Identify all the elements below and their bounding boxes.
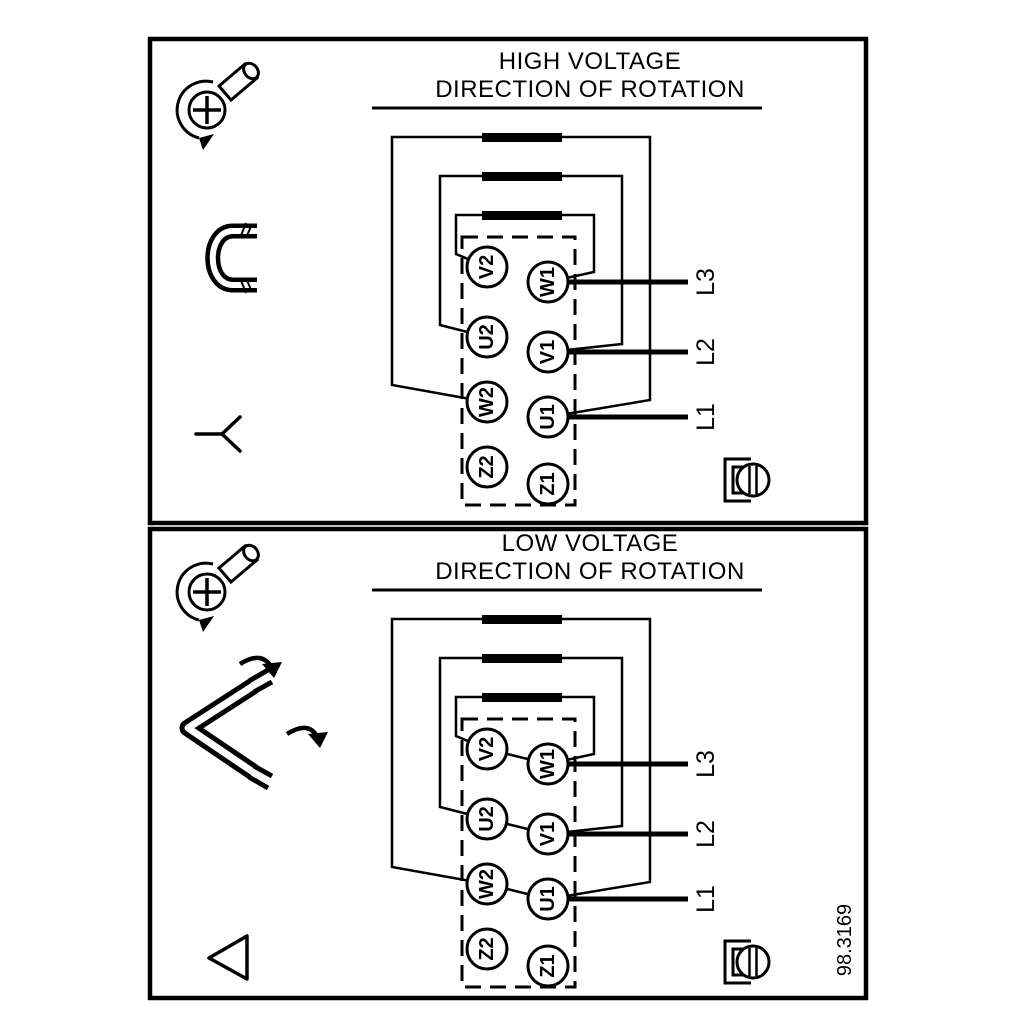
hv-terminal-u2 bbox=[465, 315, 509, 359]
lv-terminal-label-v1: V1 bbox=[537, 822, 559, 846]
panel-high-voltage: HIGH VOLTAGE DIRECTION OF ROTATION V2 U2… bbox=[147, 36, 869, 526]
terminal-screw-bracket-outer bbox=[723, 457, 751, 503]
lv-terminal-label-z2: Z2 bbox=[476, 937, 498, 960]
hv-terminal-v2 bbox=[465, 245, 509, 289]
hv-terminal-label-v2: V2 bbox=[476, 255, 498, 279]
lv-terminal-u2 bbox=[465, 797, 509, 841]
lv-jumper-bar-2 bbox=[482, 654, 562, 663]
delta-jumper-icon bbox=[179, 655, 328, 791]
lv-terminal-u1 bbox=[526, 877, 570, 921]
hv-terminal-z1 bbox=[526, 462, 570, 506]
hv-jumper-bar-1 bbox=[482, 133, 562, 142]
lv-wire-bar1-left bbox=[390, 617, 488, 886]
hv-terminal-w2 bbox=[465, 380, 509, 424]
terminal-screw-icon-high bbox=[723, 457, 771, 503]
hv-terminal-z2 bbox=[465, 445, 509, 489]
rotation-arrow-arc bbox=[175, 561, 214, 622]
screw-rotation-icon-high bbox=[175, 61, 260, 150]
jumper-link-inner bbox=[209, 228, 257, 288]
hv-wire-bar1-left bbox=[390, 135, 488, 404]
terminal-screw-head bbox=[735, 462, 771, 498]
hv-wire-bar2-left bbox=[438, 174, 488, 339]
hv-jumper-bar-2 bbox=[482, 172, 562, 181]
screw-end-cap bbox=[242, 543, 260, 563]
rotation-arrow-head bbox=[199, 134, 214, 150]
lv-terminal-label-u2: U2 bbox=[476, 806, 498, 832]
delta-jumper-chevron-inner bbox=[184, 683, 255, 775]
hv-terminal-box bbox=[460, 235, 577, 507]
lv-terminal-w2 bbox=[465, 862, 509, 906]
panel-low-voltage: LOW VOLTAGE DIRECTION OF ROTATION bbox=[147, 526, 869, 1001]
rotation-arrow-head bbox=[199, 616, 214, 632]
lv-title-line1: LOW VOLTAGE bbox=[502, 530, 679, 557]
jumper-link-hatch bbox=[239, 222, 253, 294]
hv-terminal-label-u2: U2 bbox=[476, 324, 498, 350]
screw-end-cap bbox=[242, 61, 260, 81]
delta-arrow-head-1 bbox=[262, 662, 282, 678]
lv-terminal-z2 bbox=[465, 927, 509, 971]
rotation-arrow-arc bbox=[175, 79, 214, 140]
lv-wire-bar2-right bbox=[547, 656, 624, 836]
hv-terminal-w1 bbox=[526, 260, 570, 304]
star-connection-icon bbox=[194, 415, 242, 453]
lv-terminal-box bbox=[460, 717, 577, 989]
figure-number: 98.3169 bbox=[834, 904, 856, 976]
lv-title-line2: DIRECTION OF ROTATION bbox=[435, 558, 745, 585]
lv-terminal-label-w1: W1 bbox=[537, 749, 559, 779]
panel-border-low bbox=[147, 526, 869, 1001]
hv-terminal-v1 bbox=[526, 330, 570, 374]
lv-terminal-w1 bbox=[526, 742, 570, 786]
delta-jumper-chevron bbox=[179, 678, 258, 780]
terminal-screw-bracket-outer bbox=[723, 939, 751, 985]
hv-terminal-label-u1: U1 bbox=[537, 404, 559, 430]
hv-line-label-l1: L1 bbox=[692, 403, 720, 431]
screw-rotation-icon-low bbox=[175, 543, 260, 632]
hv-title-line1: HIGH VOLTAGE bbox=[499, 48, 681, 75]
hv-wire-bar2-right bbox=[547, 174, 624, 354]
lv-wire-bar2-left bbox=[438, 656, 488, 821]
lv-wire-bar3-right bbox=[547, 695, 596, 766]
lv-terminal-label-v2: V2 bbox=[476, 737, 498, 761]
lv-terminal-label-z1: Z1 bbox=[537, 954, 559, 977]
lv-content: LOW VOLTAGE DIRECTION OF ROTATION bbox=[175, 530, 771, 989]
star-arm-up bbox=[220, 415, 242, 436]
terminal-screw-icon-low bbox=[723, 939, 771, 985]
lv-terminal-label-u1: U1 bbox=[537, 886, 559, 912]
hv-terminal-label-v1: V1 bbox=[537, 340, 559, 364]
delta-jumper-prongs bbox=[247, 667, 274, 791]
star-arm-down bbox=[220, 432, 242, 453]
lv-terminal-v1 bbox=[526, 812, 570, 856]
lv-line-label-l3: L3 bbox=[692, 750, 720, 778]
hv-line-label-l2: L2 bbox=[692, 338, 720, 366]
lv-terminal-z1 bbox=[526, 944, 570, 988]
hv-wire-bar1-right bbox=[547, 135, 652, 419]
lv-terminal-label-w2: W2 bbox=[476, 869, 498, 899]
hv-line-label-l3: L3 bbox=[692, 268, 720, 296]
lv-jumper-bar-3 bbox=[482, 693, 562, 702]
hv-terminal-label-w1: W1 bbox=[537, 267, 559, 297]
hv-terminal-label-w2: W2 bbox=[476, 387, 498, 417]
lv-wire-bar1-right bbox=[547, 617, 652, 901]
jumper-link-icon bbox=[205, 222, 257, 294]
lv-line-label-l2: L2 bbox=[692, 820, 720, 848]
lv-line-label-l1: L1 bbox=[692, 885, 720, 913]
hv-terminal-label-z2: Z2 bbox=[476, 455, 498, 478]
terminal-screw-head bbox=[735, 944, 771, 980]
hv-terminal-label-z1: Z1 bbox=[537, 472, 559, 495]
delta-connection-icon bbox=[207, 934, 249, 981]
delta-arrow-head-2 bbox=[308, 732, 328, 748]
lv-jumper-bar-1 bbox=[482, 615, 562, 624]
hv-jumper-bar-3 bbox=[482, 211, 562, 220]
hv-wire-bar3-right bbox=[547, 213, 596, 284]
panel-border-high bbox=[147, 36, 869, 526]
hv-title-line2: DIRECTION OF ROTATION bbox=[435, 76, 745, 103]
lv-terminal-v2 bbox=[465, 727, 509, 771]
hv-terminal-u1 bbox=[526, 395, 570, 439]
